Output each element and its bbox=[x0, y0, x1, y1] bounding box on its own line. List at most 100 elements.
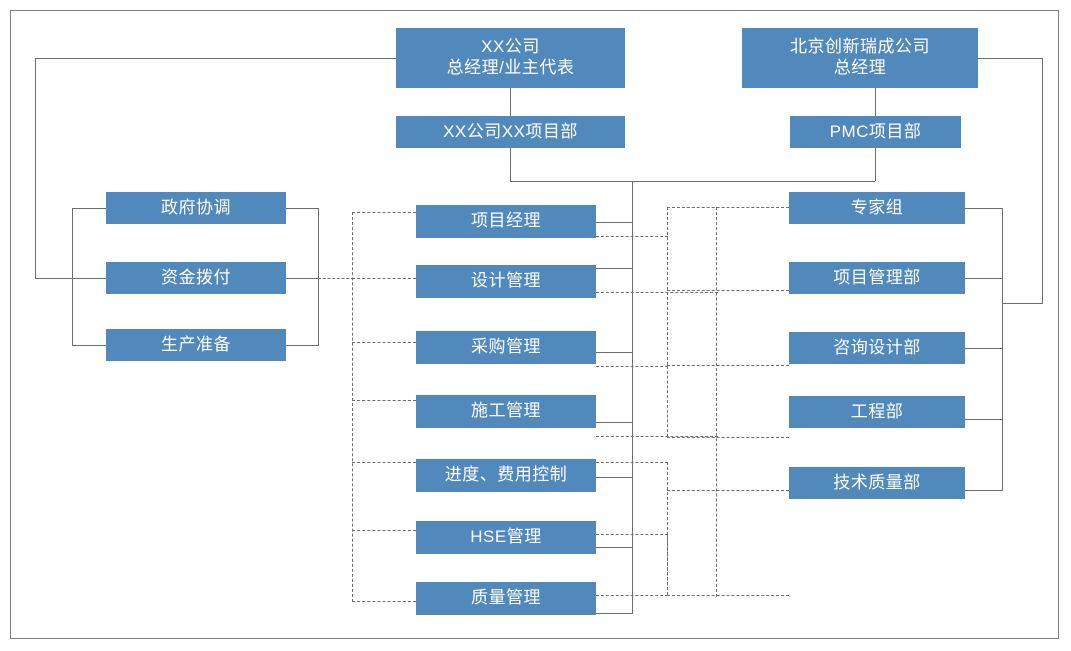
node-right-2-label: 咨询设计部 bbox=[833, 337, 921, 357]
node-right-engineering-dept[interactable]: 工程部 bbox=[789, 396, 965, 428]
connector-middle-solid-stub-7 bbox=[596, 613, 633, 614]
connector-middle-out-dash-3 bbox=[596, 366, 668, 367]
node-owner-project-department[interactable]: XX公司XX项目部 bbox=[396, 116, 625, 148]
connector-middle-dashed-arm-1 bbox=[352, 212, 416, 213]
connector-right-bracket-stub-4 bbox=[965, 419, 1003, 420]
connector-crosslink-riser-5 bbox=[667, 534, 668, 595]
node-right-4-label: 技术质量部 bbox=[833, 472, 921, 492]
connector-right-bracket-stub-3 bbox=[965, 348, 1003, 349]
node-middle-5-label: HSE管理 bbox=[470, 527, 542, 547]
connector-middle-out-dash-7 bbox=[596, 595, 668, 596]
connector-ownergm-to-ownerdept bbox=[510, 88, 511, 116]
connector-crosslink-riser-3 bbox=[667, 366, 668, 437]
connector-middle-out-dash-6 bbox=[596, 534, 668, 535]
connector-middle-solid-stub-1 bbox=[596, 222, 633, 223]
connector-crosslink-mid-1 bbox=[667, 290, 789, 291]
connector-right-bracket-stub-2 bbox=[965, 278, 1003, 279]
node-pmc-general-manager-line2: 总经理 bbox=[833, 58, 887, 77]
node-left-production-preparation[interactable]: 生产准备 bbox=[106, 329, 286, 361]
node-left-government-coordination[interactable]: 政府协调 bbox=[106, 192, 286, 224]
connector-middle-solid-stub-2 bbox=[596, 268, 633, 269]
node-middle-0-label: 项目经理 bbox=[471, 211, 541, 231]
connector-left-bracket-left-stub-2 bbox=[72, 278, 106, 279]
connector-crosslink-riser-4 bbox=[667, 462, 668, 595]
node-middle-2-label: 采购管理 bbox=[471, 337, 541, 357]
connector-middle-dashed-arm-5 bbox=[352, 462, 416, 463]
node-right-technical-quality-dept[interactable]: 技术质量部 bbox=[789, 467, 965, 499]
connector-middle-dashed-arm-6 bbox=[352, 530, 416, 531]
connector-crosslink-top bbox=[667, 207, 789, 208]
connector-right-bracket bbox=[1002, 208, 1003, 490]
connector-right-bracket-stub-1 bbox=[965, 208, 1003, 209]
connector-pmcdept-stem bbox=[875, 148, 876, 181]
node-middle-project-manager[interactable]: 项目经理 bbox=[416, 205, 596, 238]
connector-right-dashed-bus bbox=[716, 207, 717, 597]
node-right-project-management-dept[interactable]: 项目管理部 bbox=[789, 262, 965, 294]
connector-middle-solid-stub-3 bbox=[596, 352, 633, 353]
connector-middle-dashed-arm-7 bbox=[352, 601, 416, 602]
connector-pmcgm-right-lead bbox=[978, 58, 1042, 59]
connector-middle-dashed-arm-4 bbox=[352, 400, 416, 401]
node-left-0-label: 政府协调 bbox=[161, 197, 231, 217]
node-middle-3-label: 施工管理 bbox=[471, 401, 541, 421]
connector-pmcgm-to-pmcdept bbox=[875, 88, 876, 116]
node-middle-schedule-cost-control[interactable]: 进度、费用控制 bbox=[416, 459, 596, 492]
node-right-consulting-design-dept[interactable]: 咨询设计部 bbox=[789, 332, 965, 364]
connector-middle-out-dash-2 bbox=[596, 292, 718, 293]
node-left-1-label: 资金拨付 bbox=[161, 267, 231, 287]
connector-left-bracket-left-stub-3 bbox=[72, 345, 106, 346]
node-right-1-label: 项目管理部 bbox=[833, 267, 921, 287]
node-owner-project-department-label: XX公司XX项目部 bbox=[443, 121, 578, 141]
connector-ownergm-left-lead bbox=[35, 58, 396, 59]
connector-middle-solid-stub-6 bbox=[596, 547, 633, 548]
connector-pmcgm-right-return bbox=[1002, 303, 1043, 304]
connector-crosslink-riser-1 bbox=[667, 207, 668, 290]
node-middle-design-management[interactable]: 设计管理 bbox=[416, 265, 596, 298]
connector-middle-out-dash-4 bbox=[596, 436, 718, 437]
connector-middle-solid-stub-4 bbox=[596, 422, 633, 423]
node-right-expert-group[interactable]: 专家组 bbox=[789, 192, 965, 224]
node-pmc-general-manager-line1: 北京创新瑞成公司 bbox=[790, 37, 930, 57]
node-middle-construction-management[interactable]: 施工管理 bbox=[416, 395, 596, 428]
node-middle-6-label: 质量管理 bbox=[471, 588, 541, 608]
connector-right-bracket-stub-5 bbox=[965, 490, 1003, 491]
node-middle-procurement-management[interactable]: 采购管理 bbox=[416, 331, 596, 364]
connector-crosslink-mid-3 bbox=[667, 437, 789, 438]
connector-left-bracket-left-stub-1 bbox=[72, 208, 106, 209]
connector-middle-dashed-arm-3 bbox=[352, 342, 416, 343]
node-pmc-general-manager[interactable]: 北京创新瑞成公司 总经理 bbox=[742, 28, 978, 88]
connector-crosslink-bottom bbox=[667, 595, 789, 596]
node-pmc-project-department-label: PMC项目部 bbox=[829, 121, 922, 141]
node-left-funding-allocation[interactable]: 资金拨付 bbox=[106, 262, 286, 294]
node-middle-4-label: 进度、费用控制 bbox=[444, 465, 568, 485]
connector-ownergm-left-to-bracket bbox=[35, 278, 72, 279]
connector-ownergm-left-drop bbox=[35, 58, 36, 278]
node-owner-general-manager-line2: 总经理/业主代表 bbox=[446, 58, 575, 77]
connector-crosslink-mid-4 bbox=[667, 490, 789, 491]
connector-left-bracket-left bbox=[72, 208, 73, 345]
connector-left-to-middle-dashed bbox=[318, 278, 354, 279]
connector-ownerdept-stem bbox=[510, 148, 511, 181]
node-left-2-label: 生产准备 bbox=[161, 334, 231, 354]
connector-middle-dashed-arm-2 bbox=[352, 278, 416, 279]
connector-crosslink-riser-2 bbox=[667, 292, 668, 365]
connector-left-bracket-right-stub-2 bbox=[285, 278, 319, 279]
connector-middle-dashed-spine bbox=[352, 212, 353, 602]
connector-crosslink-mid-2 bbox=[667, 365, 789, 366]
connector-left-bracket-right-stub-1 bbox=[285, 208, 319, 209]
node-middle-hse-management[interactable]: HSE管理 bbox=[416, 521, 596, 554]
node-pmc-project-department[interactable]: PMC项目部 bbox=[790, 116, 961, 148]
connector-trunk-horizontal bbox=[510, 181, 875, 182]
connector-middle-solid-stub-5 bbox=[596, 477, 633, 478]
connector-left-bracket-right bbox=[318, 208, 319, 345]
connector-pmcgm-right-drop bbox=[1042, 58, 1043, 303]
node-middle-quality-management[interactable]: 质量管理 bbox=[416, 582, 596, 615]
connector-middle-out-dash-1 bbox=[596, 236, 668, 237]
node-owner-general-manager-line1: XX公司 bbox=[481, 37, 540, 57]
node-right-3-label: 工程部 bbox=[850, 401, 904, 421]
node-middle-1-label: 设计管理 bbox=[471, 271, 541, 291]
node-right-0-label: 专家组 bbox=[850, 197, 904, 217]
node-owner-general-manager[interactable]: XX公司 总经理/业主代表 bbox=[396, 28, 625, 88]
diagram-outer-frame bbox=[10, 10, 1059, 639]
